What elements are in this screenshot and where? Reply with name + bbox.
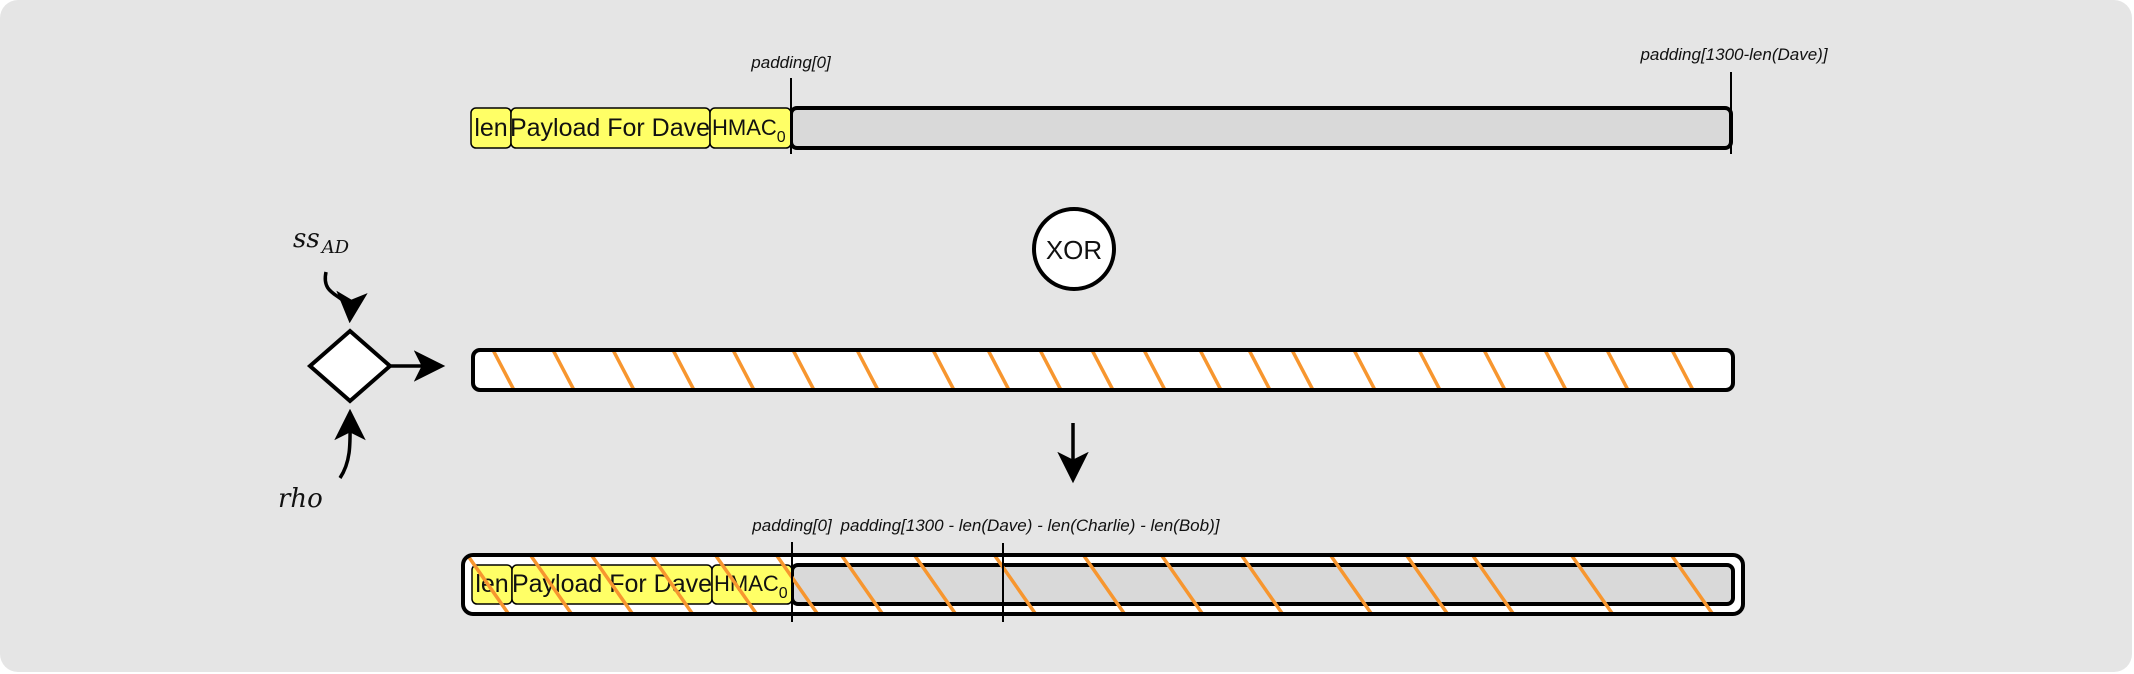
rho-label: rho	[278, 484, 323, 514]
stream-stripe-7	[931, 350, 957, 390]
result-packet: len Payload For Dave HMAC0 padding[0] pa…	[461, 516, 1745, 622]
hmac-sub: 0	[777, 129, 786, 146]
xor-label: XOR	[1046, 235, 1102, 265]
stream-bar	[471, 348, 1735, 392]
stream-stripe-4	[731, 350, 757, 390]
stream-stripe-11	[1142, 350, 1168, 390]
stream-bar-outline	[471, 348, 1735, 392]
result-stripe-10	[1158, 555, 1206, 614]
stream-stripe-19	[1605, 350, 1631, 390]
result-marker-label-0: padding[0]	[751, 516, 833, 535]
stream-stripe-17	[1482, 350, 1508, 390]
result-stripe-1	[527, 555, 575, 614]
top-padding-bar	[789, 106, 1733, 150]
top-cell-hmac-label: HMAC0	[712, 115, 786, 146]
stream-stripe-10	[1090, 350, 1116, 390]
xor-circle	[1032, 207, 1116, 291]
hmac-sub: 0	[779, 585, 788, 602]
xor-operator: XOR	[1032, 207, 1116, 291]
top-cell-payload-label: Payload For Dave	[510, 114, 710, 142]
stream-stripe-14	[1290, 350, 1316, 390]
hmac-base: HMAC	[712, 115, 777, 140]
stream-stripe-3	[671, 350, 697, 390]
stream-stripes	[491, 350, 1696, 390]
ss-sub: AD	[320, 237, 350, 258]
result-stripe-4	[712, 555, 760, 614]
result-stripe-6	[838, 555, 886, 614]
result-cell-hmac-label: HMAC0	[714, 571, 788, 602]
top-marker-label-0: padding[0]	[750, 53, 832, 72]
rho-arrow	[334, 408, 366, 479]
stream-stripe-13	[1247, 350, 1273, 390]
result-stripe-11	[1238, 555, 1286, 614]
stream-stripe-1	[551, 350, 577, 390]
top-marker-label-1: padding[1300-len(Dave)]	[1639, 45, 1828, 64]
hmac-base: HMAC	[714, 571, 779, 596]
result-stripe-12	[1327, 555, 1375, 614]
stream-stripe-0	[491, 350, 517, 390]
prg-diamond	[306, 328, 394, 404]
top-packet: len Payload For Dave HMAC0 padding[0] pa…	[470, 45, 1829, 154]
result-stripe-15	[1568, 555, 1616, 614]
stream-stripe-12	[1198, 350, 1224, 390]
stream-stripe-8	[986, 350, 1012, 390]
result-stripe-0	[464, 555, 512, 614]
ss-base: ss	[293, 224, 320, 254]
result-stripe-9	[1080, 555, 1128, 614]
result-stripe-13	[1403, 555, 1451, 614]
result-stripe-3	[648, 555, 696, 614]
stream-stripe-2	[611, 350, 637, 390]
stream-stripe-20	[1670, 350, 1696, 390]
result-stripe-2	[588, 555, 636, 614]
result-stripe-8	[991, 555, 1039, 614]
result-stripes	[464, 555, 1716, 614]
ss-ad-arrow	[323, 271, 368, 324]
stream-stripe-5	[791, 350, 817, 390]
stream-stripe-18	[1543, 350, 1569, 390]
result-marker-label-1: padding[1300 - len(Dave) - len(Charlie) …	[840, 516, 1221, 535]
result-stripe-5	[773, 555, 821, 614]
stream-stripe-6	[855, 350, 881, 390]
stream-stripe-15	[1352, 350, 1378, 390]
stream-stripe-16	[1417, 350, 1443, 390]
stream-stripe-9	[1038, 350, 1064, 390]
result-stripe-16	[1668, 555, 1716, 614]
result-stripe-7	[911, 555, 959, 614]
top-cell-len-label: len	[474, 114, 507, 142]
result-stripe-14	[1469, 555, 1517, 614]
result-outer-outline	[461, 553, 1745, 616]
